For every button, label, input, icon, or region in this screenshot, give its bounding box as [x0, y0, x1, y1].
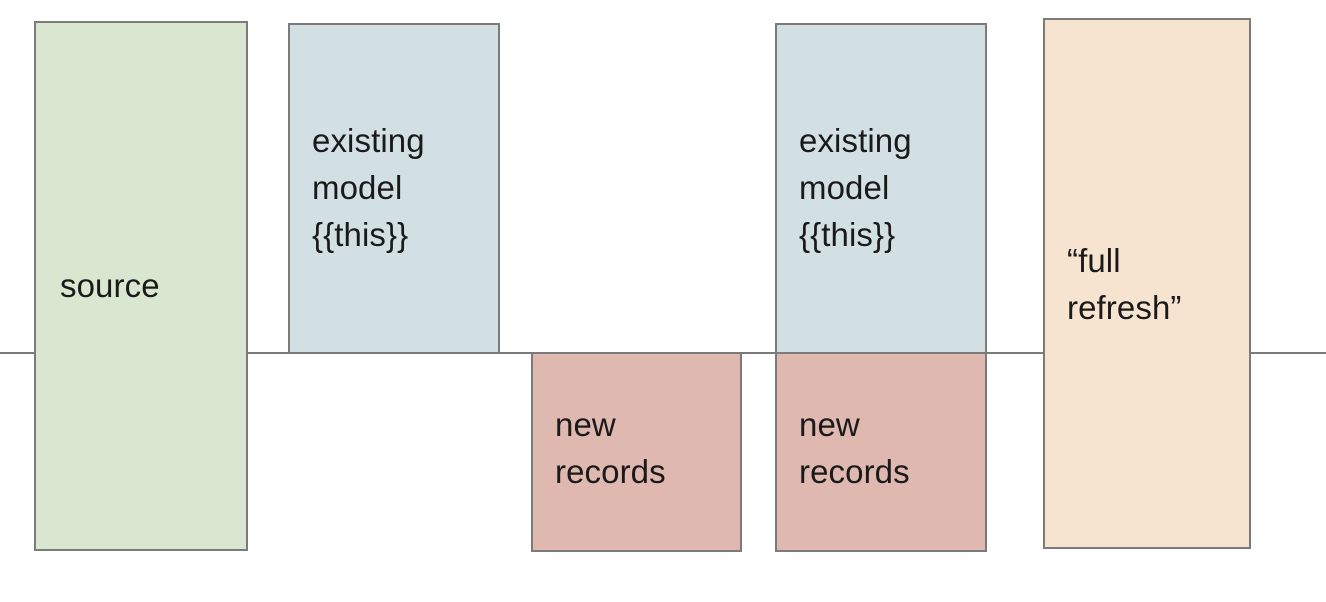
box-source[interactable]: source	[34, 21, 248, 551]
box-new-records-left[interactable]: new records	[531, 352, 742, 552]
box-existing-model-left-label: existing model {{this}}	[312, 122, 425, 253]
box-existing-model-right[interactable]: existing model {{this}}	[775, 23, 987, 354]
box-full-refresh-label: “full refresh”	[1067, 242, 1182, 326]
box-full-refresh[interactable]: “full refresh”	[1043, 18, 1251, 549]
box-new-records-left-label: new records	[555, 406, 666, 490]
box-existing-model-right-label: existing model {{this}}	[799, 122, 912, 253]
box-new-records-right[interactable]: new records	[775, 352, 987, 552]
box-source-label: source	[60, 266, 160, 304]
box-existing-model-left[interactable]: existing model {{this}}	[288, 23, 500, 354]
box-new-records-right-label: new records	[799, 406, 910, 490]
